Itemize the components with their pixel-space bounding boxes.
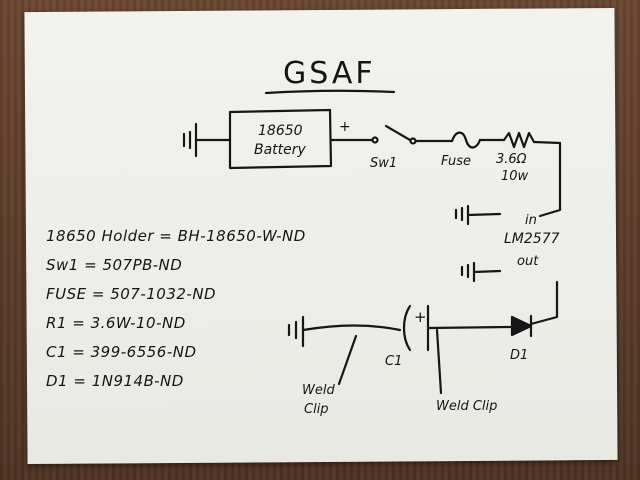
parts-list-item: 18650 Holder = BH-18650-W-ND [46,227,306,245]
output-ground-symbol [287,315,305,348]
switch-sw1: Sw1 [370,124,417,171]
wire-resistor-regulator [532,140,562,218]
fuse-label: Fuse [441,154,471,169]
diode-label: D1 [510,348,528,363]
capacitor-c1: + C1 [385,304,430,369]
regulator-out-ground-symbol [460,261,502,283]
title-underline [264,89,396,95]
parts-list-item: FUSE = 507-1032-ND [46,285,216,303]
regulator-in-ground-symbol [454,204,502,226]
parts-list-item: Sw1 = 507PB-ND [46,256,182,274]
parts-list-item: D1 = 1N914B-ND [46,372,184,390]
regulator-in-label: in [525,213,537,228]
weld-clip-left-lead [337,334,358,386]
weld-clip-left-label-line2: Clip [304,402,329,417]
battery-ground-symbol [182,122,231,158]
title: GSAF [283,56,376,91]
parts-list: 18650 Holder = BH-18650-W-ND Sw1 = 507PB… [46,227,306,390]
fuse: Fuse [441,131,482,169]
weld-clip-right-label: Weld Clip [436,399,497,414]
parts-list-item: R1 = 3.6W-10-ND [46,314,186,332]
battery-label-line1: 18650 [258,123,303,139]
capacitor-plus-label: + [414,308,427,326]
resistor-power-label: 10w [501,169,529,184]
weld-clip-right-lead [435,328,443,395]
battery-plus-label: + [339,119,351,135]
regulator-out-label: out [517,254,539,269]
regulator-label: LM2577 [504,231,560,247]
switch-label: Sw1 [370,156,397,171]
battery: 18650 Battery + [228,108,351,170]
resistor-value-label: 3.6Ω [496,152,527,167]
wire-diode-capacitor [426,325,514,330]
weld-clip-left-label-line1: Weld [302,383,335,398]
battery-label-line2: Battery [254,142,307,158]
parts-list-item: C1 = 399-6556-ND [46,343,197,361]
capacitor-label: C1 [385,354,402,369]
diode-d1: D1 [510,314,533,363]
wire-ground-capacitor [301,324,402,332]
resistor-r1: 3.6Ω 10w [496,131,536,184]
wire-regulator-diode [529,280,559,326]
